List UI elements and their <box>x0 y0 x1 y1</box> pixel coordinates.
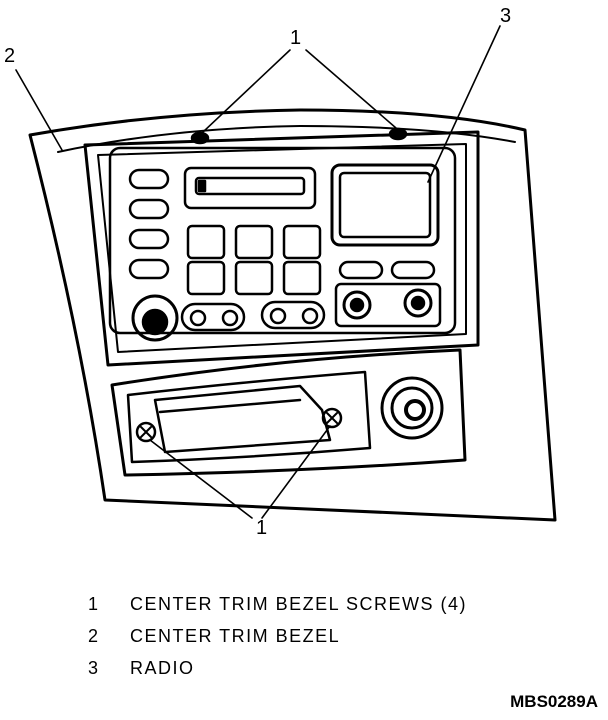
bezel-screw <box>192 133 208 143</box>
callout-bezel: 2 <box>4 45 16 67</box>
lower-bezel-section <box>112 350 465 475</box>
legend-text: RADIO <box>130 657 195 678</box>
radio-display <box>332 165 438 245</box>
rocker-dot <box>223 311 237 325</box>
radio-button <box>340 262 382 278</box>
tone-knob-cap <box>351 299 363 311</box>
volume-knob <box>133 296 177 340</box>
callout-radio: 3 <box>500 5 512 27</box>
leader-line <box>262 426 330 518</box>
radio-display-screen <box>340 173 430 237</box>
leader-line <box>203 50 290 132</box>
rocker-button <box>182 304 244 330</box>
callout-screws-bottom: 1 <box>256 517 268 539</box>
legend-number: 1 <box>88 593 100 614</box>
volume-knob-cap <box>143 310 167 334</box>
legend-item: 1 CENTER TRIM BEZEL SCREWS (4) <box>88 588 467 620</box>
radio-button <box>188 226 224 258</box>
preset-button <box>130 200 168 218</box>
bezel-diagram <box>0 0 608 580</box>
preset-button <box>130 260 168 278</box>
leader-line <box>150 440 252 518</box>
screw-slot <box>141 427 151 437</box>
figure-code: MBS0289A <box>510 692 598 711</box>
bezel-screw <box>323 409 341 427</box>
callout-screws-top: 1 <box>290 27 302 49</box>
cigarette-lighter <box>382 378 442 438</box>
radio-button <box>284 262 320 294</box>
radio-button <box>236 226 272 258</box>
tone-knob <box>405 290 431 316</box>
screw-slot <box>327 413 337 423</box>
bezel-screw <box>137 423 155 441</box>
storage-pocket-outline <box>128 372 370 462</box>
radio-button <box>236 262 272 294</box>
rocker-dot <box>271 309 285 323</box>
storage-pocket-opening <box>155 386 330 452</box>
legend-item: 3 RADIO <box>88 652 467 684</box>
center-trim-bezel <box>30 110 555 520</box>
radio-button <box>188 262 224 294</box>
legend-text: CENTER TRIM BEZEL <box>130 625 341 646</box>
cassette-opening <box>196 178 304 194</box>
radio-button <box>284 226 320 258</box>
rocker-dot <box>303 309 317 323</box>
radio-button <box>392 262 434 278</box>
tone-knob-cap <box>412 297 424 309</box>
bezel-screw <box>390 129 406 139</box>
legend-number: 2 <box>88 625 100 646</box>
cassette-eject-mark <box>199 181 205 191</box>
legend-item: 2 CENTER TRIM BEZEL <box>88 620 467 652</box>
leader-line <box>306 50 396 128</box>
radio-housing <box>85 132 478 365</box>
rocker-dot <box>191 311 205 325</box>
leader-line <box>16 70 62 150</box>
preset-button <box>130 170 168 188</box>
legend-number: 3 <box>88 657 100 678</box>
radio <box>110 148 455 333</box>
tone-knob <box>344 292 370 318</box>
storage-pocket-lip <box>160 400 300 412</box>
tone-knob-panel <box>336 284 440 326</box>
rocker-button <box>262 302 324 328</box>
cigarette-lighter-ring <box>392 388 432 428</box>
legend: 1 CENTER TRIM BEZEL SCREWS (4) 2 CENTER … <box>88 588 467 684</box>
cigarette-lighter-knob <box>406 401 424 419</box>
legend-text: CENTER TRIM BEZEL SCREWS (4) <box>130 593 468 614</box>
leader-line <box>428 26 500 182</box>
cassette-slot <box>185 168 315 208</box>
preset-button <box>130 230 168 248</box>
